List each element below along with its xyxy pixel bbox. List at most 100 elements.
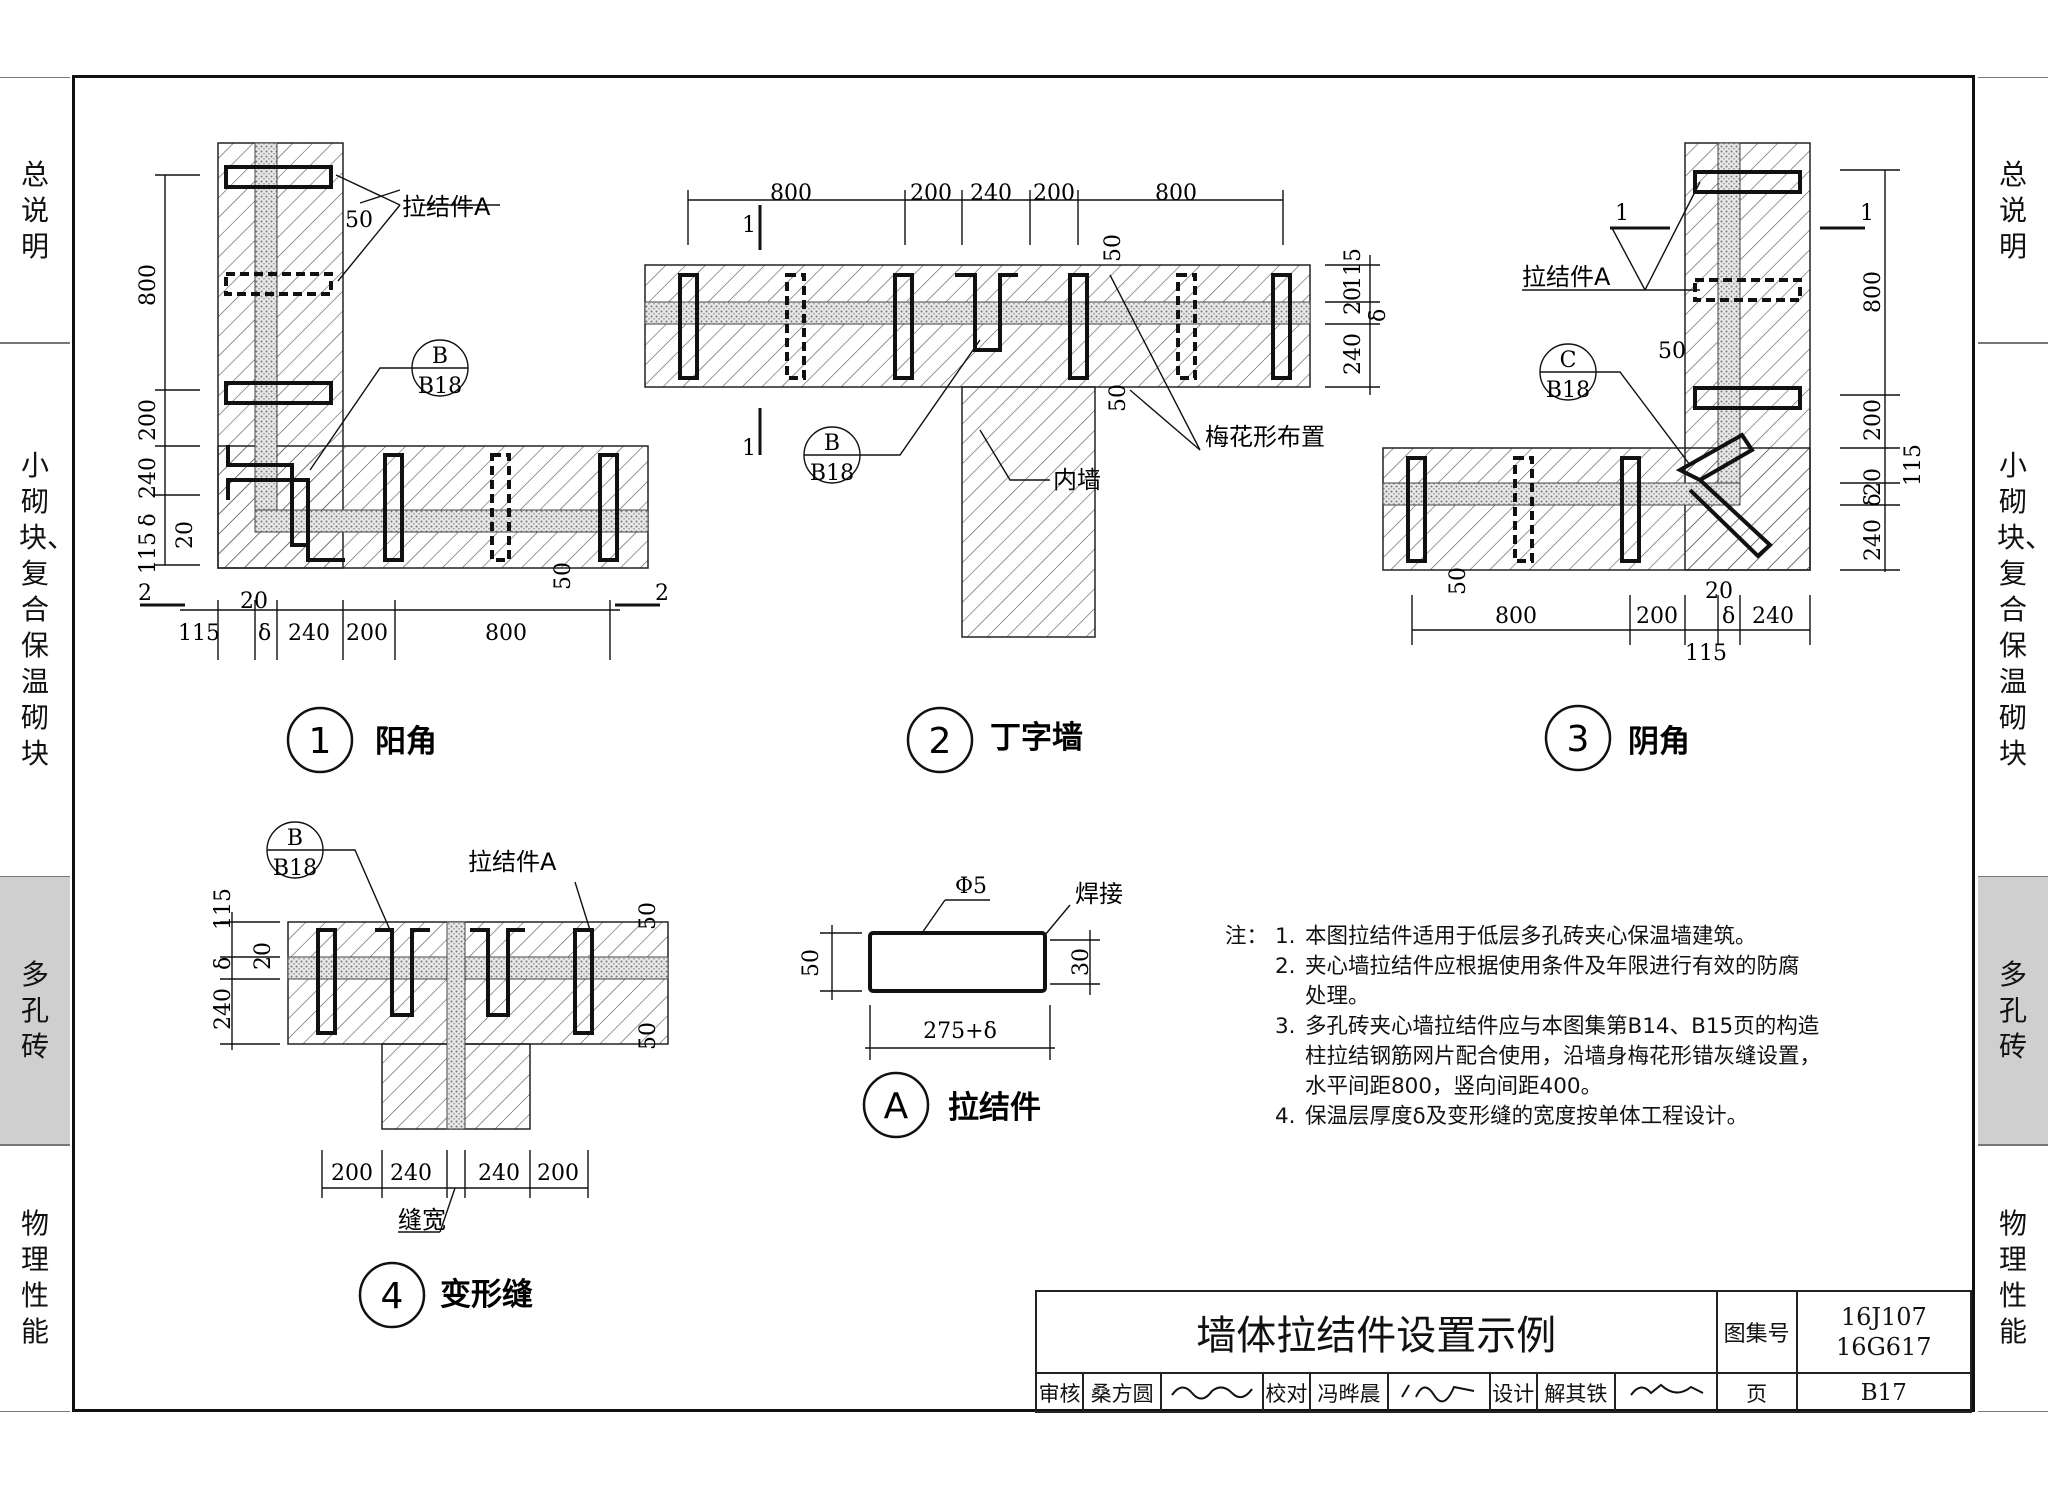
d2-inner-wall [961, 386, 1096, 638]
d2-dim-800-right: 800 [1155, 181, 1197, 206]
note-row: 水平间距800，竖向间距400。 [1225, 1072, 1865, 1102]
d2-section-top: 1 [742, 213, 756, 238]
sidebar-label: 多孔砖 [20, 958, 49, 1063]
da-weld: 焊接 [1075, 880, 1123, 908]
reviewer-name: 桑方圆 [1082, 1372, 1163, 1413]
sidebar-right-item-physics[interactable]: 物理性能 [1978, 1144, 2048, 1412]
d2-section-bottom: 1 [742, 436, 756, 461]
da-number-circle [862, 1071, 930, 1139]
d3-spacing-label: 50 [1658, 339, 1686, 364]
note-text: 夹心墙拉结件应根据使用条件及年限进行有效的防腐 [1305, 954, 1800, 979]
sidebar-left-item-block[interactable]: 小砌块、复合保温砌块 [0, 342, 75, 878]
d1-ties [224, 165, 619, 562]
note-row: 处理。 [1225, 982, 1865, 1012]
detail-3-inner-corner: 800 200 115 20 δ 240 800 200 20 δ 240 11… [1382, 142, 1926, 772]
d4-joint-gap [446, 921, 466, 1130]
d3-caption: 阴角 [1628, 724, 1690, 760]
designer-signature [1613, 1372, 1718, 1413]
d2-spacing-top: 50 [1101, 234, 1126, 262]
d4-tie-label: 拉结件A [468, 848, 557, 876]
d4-dim-240-left: 240 [390, 1161, 432, 1186]
d3-ref-bottom: B18 [1546, 378, 1590, 403]
note-row: 注： 1. 本图拉结件适用于低层多孔砖夹心保温墙建筑。 [1225, 922, 1865, 952]
d2-dim-v-240: 240 [1341, 333, 1366, 375]
sidebar-label: 总说明 [20, 157, 49, 263]
drawing-title: 墙体拉结件设置示例 [1035, 1290, 1718, 1374]
sidebar-right-item-block[interactable]: 小砌块、复合保温砌块 [1978, 342, 2048, 878]
d3-insulation-horizontal [1382, 482, 1741, 506]
d1-dim-h-115: 115 [178, 621, 220, 646]
d3-number: 3 [1567, 719, 1590, 760]
d4-caption: 变形缝 [440, 1277, 533, 1313]
d3-section-right: 1 [1860, 201, 1874, 226]
sidebar-label: 物理性能 [20, 1207, 49, 1348]
note-row: 柱拉结钢筋网片配合使用，沿墙身梅花形错灰缝设置， [1225, 1042, 1865, 1072]
d1-number: 1 [309, 721, 332, 762]
d2-pattern-label: 梅花形布置 [1205, 423, 1325, 451]
atlas-number-2: 16G617 [1836, 1333, 1932, 1361]
d3-dim-h-20: 20 [1705, 579, 1733, 604]
note-row: 3. 多孔砖夹心墙拉结件应与本图集第B14、B15页的构造 [1225, 1012, 1865, 1042]
d4-dim-v-240: 240 [211, 988, 236, 1030]
d2-ref-bottom: B18 [810, 461, 854, 486]
checker-signature [1387, 1372, 1491, 1413]
da-bar: Φ5 [955, 874, 987, 899]
d4-insulation [287, 956, 669, 980]
d3-dim-h-200: 200 [1636, 604, 1678, 629]
note-text: 多孔砖夹心墙拉结件应与本图集第B14、B15页的构造 [1305, 1014, 1820, 1039]
note-text: 保温层厚度δ及变形缝的宽度按单体工程设计。 [1305, 1104, 1749, 1129]
notes-head: 注： [1225, 924, 1269, 949]
sidebar-right-item-general[interactable]: 总说明 [1978, 77, 2048, 344]
sidebar-left-item-general[interactable]: 总说明 [0, 77, 70, 344]
d1-section-left: 2 [138, 581, 152, 606]
d3-dim-h-800: 800 [1495, 604, 1537, 629]
da-number: A [884, 1086, 909, 1127]
d1-section-right: 2 [655, 581, 669, 606]
sidebar-left-item-physics[interactable]: 物理性能 [0, 1144, 70, 1412]
d3-section-left: 1 [1615, 201, 1629, 226]
reviewer-signature [1160, 1372, 1264, 1413]
d3-dim-v-200: 200 [1861, 399, 1886, 441]
d2-dim-v-delta: δ [1366, 309, 1391, 322]
d1-spacing-label: 50 [345, 208, 373, 233]
d1-dim-v-800: 800 [136, 264, 161, 306]
d2-dim-200-right: 200 [1033, 181, 1075, 206]
d4-dim-200-left: 200 [331, 1161, 373, 1186]
d3-dim-v-115: 115 [1901, 444, 1926, 486]
d1-dim-v-240: 240 [136, 457, 161, 499]
d2-dim-v-115: 115 [1341, 248, 1366, 290]
sidebar-right-item-brick[interactable]: 多孔砖 [1978, 876, 2048, 1146]
note-text: 水平间距800，竖向间距400。 [1305, 1074, 1603, 1099]
note-row: 2. 夹心墙拉结件应根据使用条件及年限进行有效的防腐 [1225, 952, 1865, 982]
d3-ties [1406, 170, 1802, 563]
d4-dim-v-20: 20 [251, 942, 276, 970]
d4-ref-bottom: B18 [273, 856, 317, 881]
page-number: B17 [1795, 1372, 1973, 1413]
page-label: 页 [1715, 1372, 1798, 1413]
da-length: 275+δ [923, 1019, 997, 1044]
notes-block: 注： 1. 本图拉结件适用于低层多孔砖夹心保温墙建筑。 2. 夹心墙拉结件应根据… [1225, 922, 1865, 1132]
d3-dim-v-delta: δ [1861, 493, 1886, 506]
d2-insulation [644, 301, 1311, 325]
d1-dim-h-800: 800 [485, 621, 527, 646]
d2-ref-top: B [824, 431, 840, 456]
d2-spacing-bottom: 50 [1106, 384, 1131, 412]
d4-ties [316, 928, 594, 1035]
d3-horizontal-wall [1382, 447, 1811, 571]
design-label: 设计 [1488, 1372, 1538, 1413]
d1-dim-h-200: 200 [346, 621, 388, 646]
atlas-label: 图集号 [1715, 1290, 1798, 1374]
sidebar-label: 总说明 [1998, 157, 2027, 263]
d4-dim-240-right: 240 [478, 1161, 520, 1186]
d4-dim-v-115: 115 [211, 888, 236, 930]
d3-dim-v-800: 800 [1861, 271, 1886, 313]
d3-dim-h-115: 115 [1685, 641, 1727, 666]
detail-a-tie-component: 50 30 275+δ Φ5 焊接 A 拉结件 [799, 874, 1123, 1139]
note-text: 柱拉结钢筋网片配合使用，沿墙身梅花形错灰缝设置， [1305, 1044, 1822, 1069]
detail-1-outer-corner: 800 200 240 δ 20 115 115 20 δ 240 200 80… [136, 142, 669, 774]
d1-caption: 阳角 [375, 724, 437, 760]
d4-dim-v-delta: δ [211, 957, 236, 970]
sidebar-left-item-brick[interactable]: 多孔砖 [0, 876, 70, 1146]
d1-spacing-label-2: 50 [551, 562, 576, 590]
